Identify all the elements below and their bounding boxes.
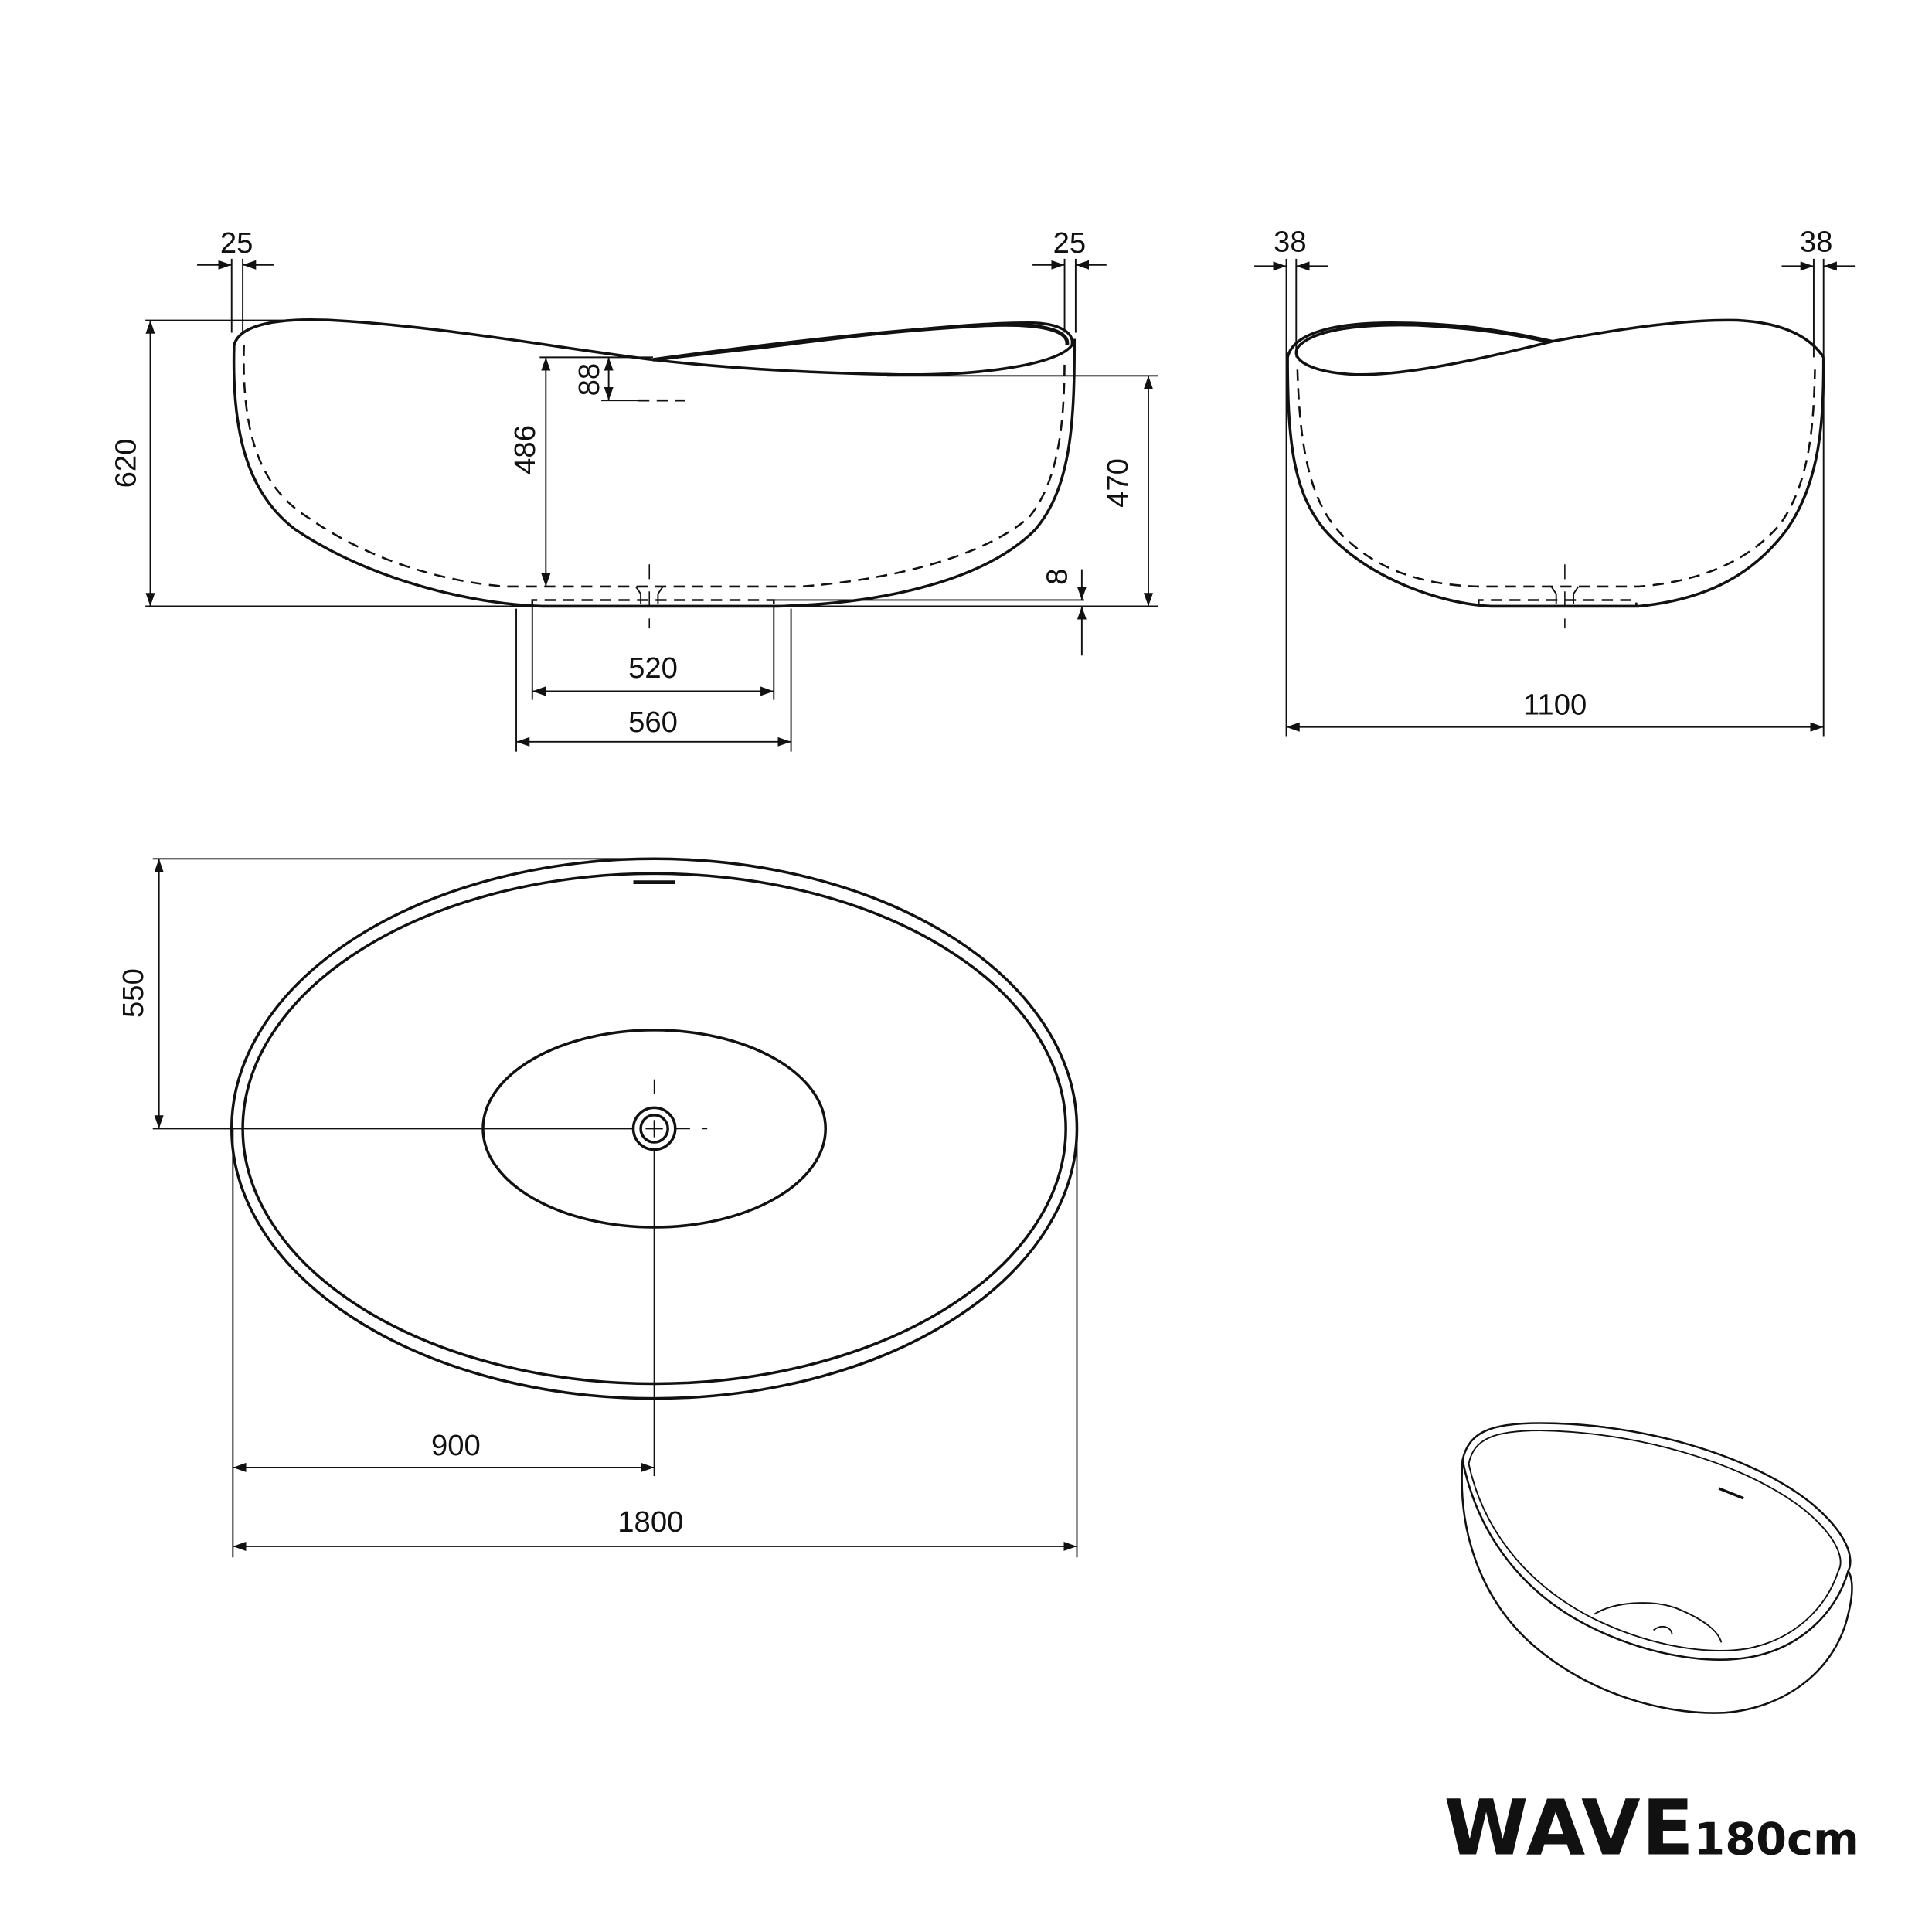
dim-side-rim-right: 25 <box>1053 226 1087 260</box>
side-rim-front <box>652 322 1070 362</box>
end-view: 38 38 1100 <box>1254 225 1856 737</box>
end-drain-icon <box>1550 564 1580 629</box>
dim-end-rim-left: 38 <box>1274 225 1307 258</box>
side-inner-hidden-line <box>243 345 1066 588</box>
side-view: 25 25 620 486 88 470 8 520 <box>109 226 1158 752</box>
dim-base-inner-width: 520 <box>628 651 678 685</box>
top-view: 550 900 1800 <box>117 857 1079 1558</box>
iso-overflow-icon <box>1718 1487 1744 1500</box>
dim-total-length: 1800 <box>617 1505 683 1539</box>
dim-total-width: 1100 <box>1523 689 1587 722</box>
dim-base-outer-width: 560 <box>628 706 678 739</box>
title-block: WAVE 180cm <box>1444 1784 1859 1873</box>
end-rim-inner-loop <box>1294 323 1553 376</box>
dim-total-height: 620 <box>109 439 142 488</box>
dim-inner-depth: 486 <box>509 425 542 474</box>
isometric-view <box>1461 1422 1853 1714</box>
dim-drain-offset: 900 <box>431 1429 481 1462</box>
end-outer-shell <box>1286 357 1825 608</box>
end-base-recess <box>1477 599 1638 607</box>
side-outer-shell <box>232 338 1077 608</box>
side-drain-icon <box>634 564 664 629</box>
dim-inner-depth-right: 470 <box>1101 458 1134 508</box>
iso-basin <box>1594 1602 1723 1643</box>
iso-outer-rim <box>1461 1422 1852 1661</box>
iso-body <box>1461 1460 1853 1714</box>
product-size: 180cm <box>1694 1814 1859 1866</box>
side-base-recess <box>531 599 775 607</box>
iso-inner-rim <box>1468 1430 1842 1651</box>
product-name: WAVE <box>1444 1784 1696 1873</box>
dim-end-rim-right: 38 <box>1800 225 1833 258</box>
dim-side-rim-left: 25 <box>220 226 253 260</box>
dim-half-width: 550 <box>117 968 150 1018</box>
end-inner-hidden-line <box>1296 369 1816 588</box>
dim-base-recess: 8 <box>1041 569 1074 585</box>
top-drain-icon <box>631 1079 708 1151</box>
iso-drain-icon <box>1653 1625 1673 1634</box>
dim-overflow-offset: 88 <box>573 363 606 396</box>
